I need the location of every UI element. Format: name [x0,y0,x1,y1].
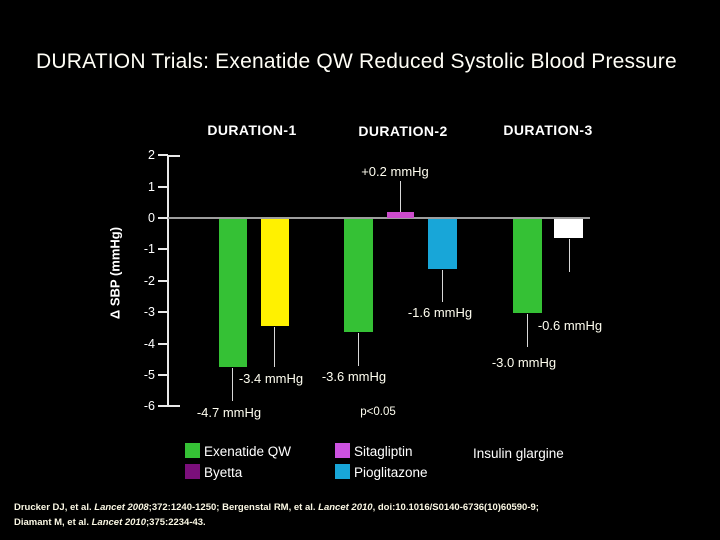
legend-swatch [335,443,350,458]
leader-line [232,368,233,401]
legend-swatch [335,464,350,479]
bar-value-label: -3.4 mmHg [238,371,304,386]
leader-line [358,333,359,366]
bar-value-label: -0.6 mmHg [537,318,603,333]
y-tick-label: -1 [143,242,155,256]
legend-label: Sitagliptin [354,444,413,459]
y-tick-mark [158,311,168,313]
legend-label: Exenatide QW [204,444,292,459]
y-tick-label: -3 [143,305,155,319]
y-tick-mark [158,374,168,376]
leader-line [527,314,528,347]
axis-corner-top [168,155,180,157]
y-axis-title: Δ SBP (mmHg) [107,226,123,320]
y-tick-mark [158,154,168,156]
y-tick-mark [158,217,168,219]
bar [428,219,457,269]
bar [344,219,373,332]
y-tick-label: -5 [143,368,155,382]
citation-text: Drucker DJ, et al. Lancet 2008;372:1240-… [14,500,704,530]
y-tick-label: -2 [143,274,155,288]
bar [513,219,542,313]
bar [219,219,247,367]
y-tick-mark [158,405,168,407]
group-label-duration-2: DURATION-2 [358,123,448,139]
y-tick-label: 1 [148,180,155,194]
y-tick-mark [158,248,168,250]
y-tick-label: -6 [143,399,155,413]
leader-line [400,181,401,212]
legend-label: Byetta [204,465,243,480]
legend-label: Insulin glargine [473,446,564,461]
group-label-duration-1: DURATION-1 [207,122,297,138]
bar-value-label: -3.0 mmHg [491,355,557,370]
group-label-duration-3: DURATION-3 [503,122,593,138]
y-axis-line [167,155,169,407]
y-tick-mark [158,343,168,345]
bar [387,212,414,218]
legend-swatch [185,464,200,479]
bar-value-label: -1.6 mmHg [407,305,473,320]
y-tick-mark [158,186,168,188]
zero-gridline [168,217,590,219]
leader-line [274,327,275,367]
p-value-annotation: p<0.05 [360,406,396,418]
citation-line: Diamant M, et al. Lancet 2010;375:2234-4… [14,517,206,528]
bar-value-label: -4.7 mmHg [196,405,262,420]
leader-line [569,239,570,272]
axis-corner-bottom [168,405,180,407]
chart-title: DURATION Trials: Exenatide QW Reduced Sy… [36,50,677,73]
leader-line [442,270,443,302]
legend-swatch [185,443,200,458]
bar-value-label: +0.2 mmHg [361,164,429,179]
bar [261,219,289,326]
y-tick-mark [158,280,168,282]
bar-value-label: -3.6 mmHg [321,369,387,384]
y-tick-label: -4 [143,337,155,351]
citation-line: Drucker DJ, et al. Lancet 2008;372:1240-… [14,502,539,513]
bar [554,219,583,238]
legend-label: Pioglitazone [354,465,428,480]
y-tick-label: 0 [148,211,155,225]
y-tick-label: 2 [148,148,155,162]
